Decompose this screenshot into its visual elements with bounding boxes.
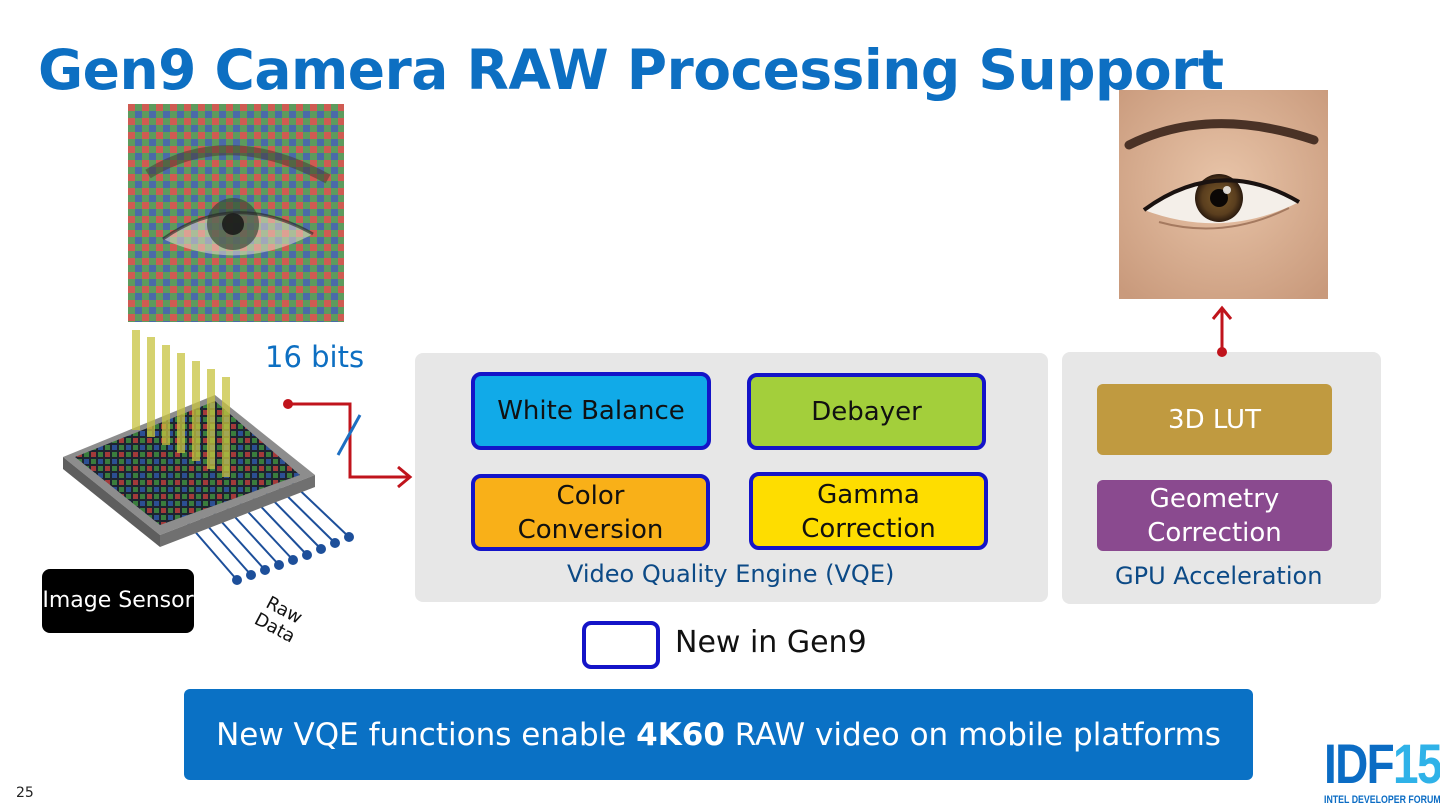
summary-banner: New VQE functions enable 4K60 RAW video …	[184, 689, 1253, 780]
processed-eye-image	[1119, 90, 1328, 299]
image-sensor-badge: Image Sensor	[42, 569, 194, 633]
image-sensor-illustration	[63, 330, 354, 585]
bayer-eye-image	[128, 104, 344, 322]
legend-swatch	[582, 621, 660, 669]
3d-lut-block: 3D LUT	[1097, 384, 1332, 455]
light-rays	[132, 330, 230, 477]
idf-logo-subtitle: INTEL DEVELOPER FORUM	[1324, 794, 1440, 806]
gamma-correction-block: Gamma Correction	[749, 472, 988, 550]
output-arrow	[1211, 305, 1233, 357]
legend-label: New in Gen9	[675, 625, 867, 660]
geometry-correction-block: Geometry Correction	[1097, 480, 1332, 551]
banner-text-bold: 4K60	[636, 716, 725, 753]
debayer-block: Debayer	[747, 373, 986, 450]
idf-logo-number: 15	[1393, 732, 1440, 795]
idf-logo: IDF15 INTEL DEVELOPER FORUM	[1324, 736, 1440, 807]
page-title: Gen9 Camera RAW Processing Support	[38, 38, 1224, 102]
bit-depth-label: 16 bits	[265, 340, 365, 374]
white-balance-block: White Balance	[471, 372, 711, 450]
data-flow-arrow	[283, 399, 413, 489]
idf-logo-letters: IDF	[1324, 732, 1395, 795]
vqe-label: Video Quality Engine (VQE)	[567, 560, 895, 588]
banner-text-end: RAW video on mobile platforms	[724, 716, 1221, 753]
color-conversion-block: Color Conversion	[471, 474, 710, 551]
gpu-acceleration-label: GPU Acceleration	[1115, 562, 1323, 590]
page-number: 25	[16, 785, 34, 801]
banner-text-start: New VQE functions enable	[216, 716, 637, 753]
raw-data-label: Raw Data	[250, 592, 306, 648]
